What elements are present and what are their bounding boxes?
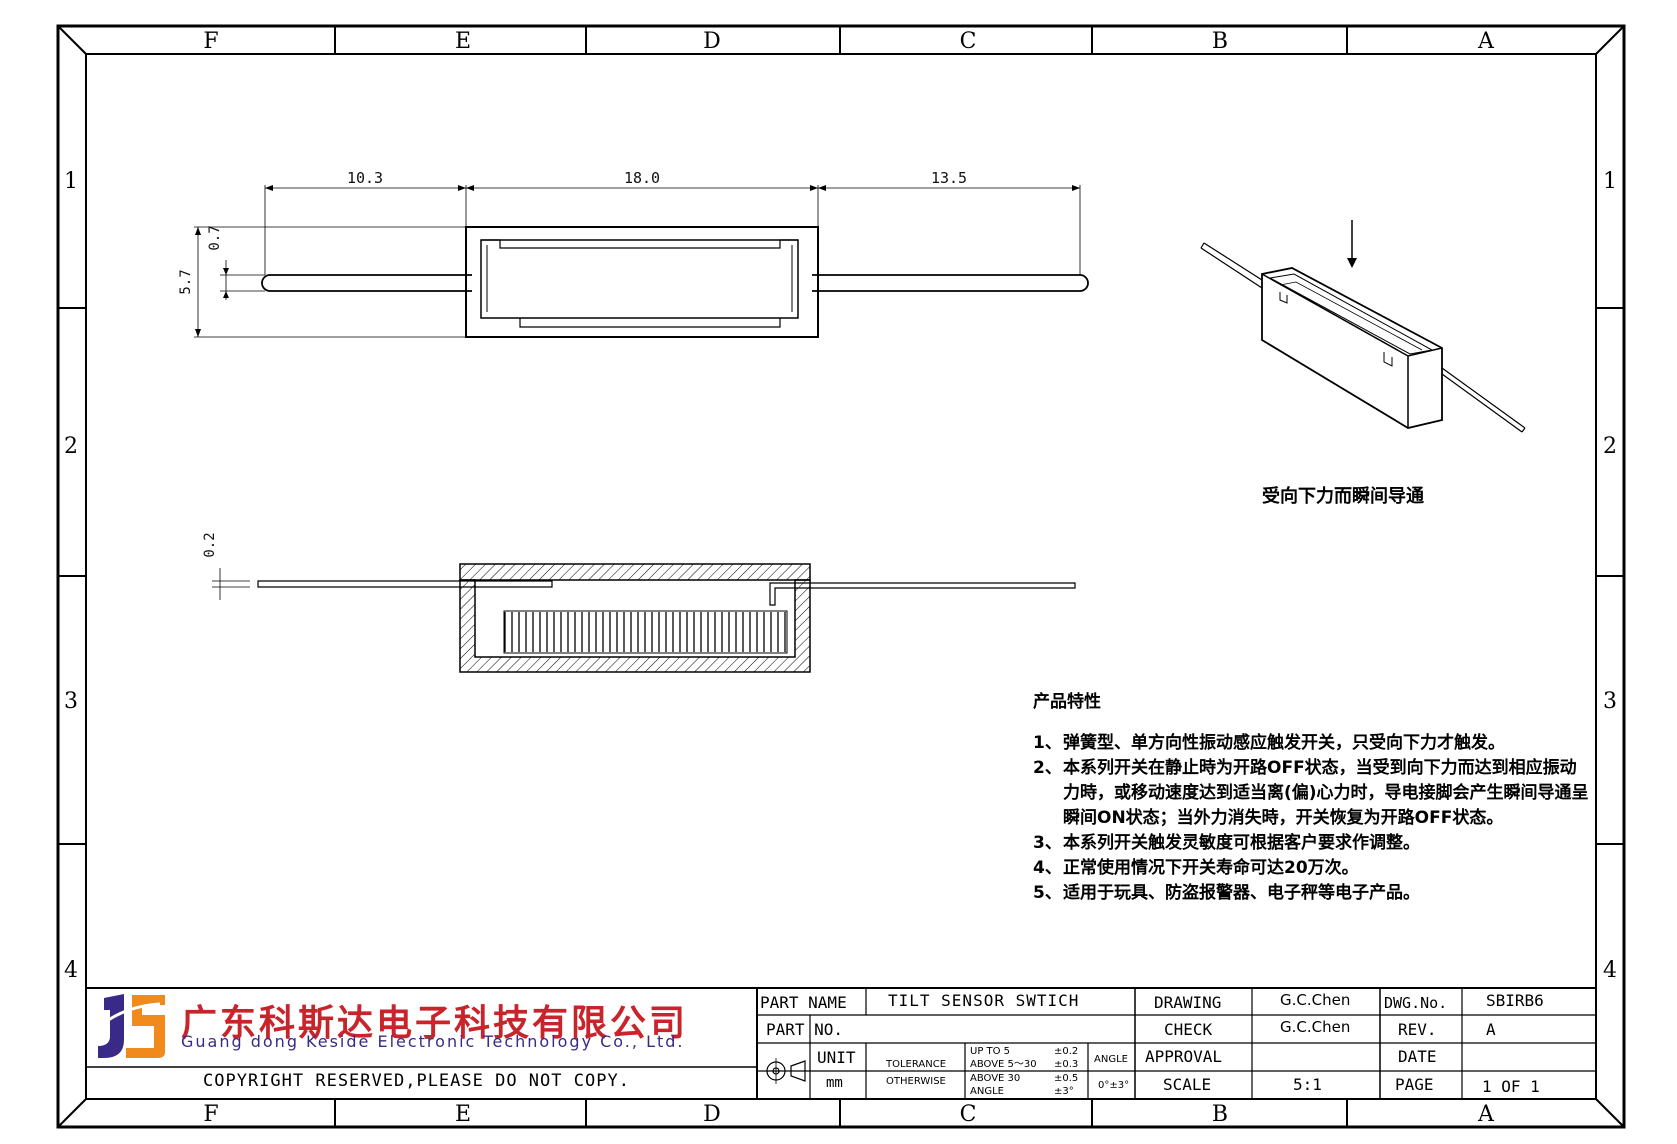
zone-row-2-right: 2 [1603, 434, 1617, 459]
date-label: DATE [1398, 1047, 1437, 1066]
zone-row-3-left: 3 [64, 689, 78, 714]
dim-height: 5.7 [178, 269, 194, 294]
zone-row-3-right: 3 [1603, 689, 1617, 714]
zone-col-e-top: E [455, 29, 471, 54]
feature-item: 5、 适用于玩具、防盗报警器、电子秤等电子产品。 [1033, 881, 1593, 906]
spring-coil [504, 612, 786, 652]
feature-number: 2、 [1033, 758, 1062, 778]
zone-col-a-top: A [1477, 29, 1495, 54]
zone-col-c-top: C [960, 29, 977, 54]
company-name-en: Guang dong Keside Electronic Technology … [181, 1032, 685, 1051]
tol-range: UP TO 5 [970, 1046, 1011, 1057]
check-value: G.C.Chen [1280, 1018, 1351, 1036]
dim-right-lead: 13.5 [931, 169, 967, 187]
zone-col-c-bottom: C [960, 1102, 977, 1127]
tol-value: ±0.3 [1054, 1059, 1079, 1070]
rev-label: REV. [1398, 1020, 1437, 1039]
scale-label: SCALE [1163, 1075, 1212, 1094]
zone-row-4-left: 4 [64, 958, 78, 983]
check-label: CHECK [1164, 1020, 1213, 1039]
dim-lead-offset: 0.7 [207, 225, 223, 250]
feature-text: 适用于玩具、防盗报警器、电子秤等电子产品。 [1063, 883, 1420, 903]
part-name-value: TILT SENSOR SWTICH [888, 991, 1080, 1010]
scale-value: 5:1 [1293, 1075, 1322, 1094]
angle-value: 0°±3° [1098, 1080, 1130, 1091]
tol-range: ABOVE 5～30 [970, 1059, 1037, 1070]
title-block [86, 987, 1596, 1099]
tol-range: ABOVE 30 [970, 1073, 1021, 1084]
page-value: 1 OF 1 [1482, 1077, 1540, 1096]
zone-col-f-bottom: F [203, 1102, 218, 1127]
section-view [212, 563, 1076, 673]
unit-value: mm [826, 1075, 843, 1091]
approval-label: APPROVAL [1145, 1047, 1223, 1066]
zone-col-d-top: D [703, 29, 721, 54]
top-view-dimensions: 10.3 18.0 13.5 5.7 0.7 [178, 169, 967, 295]
zone-col-e-bottom: E [455, 1102, 471, 1127]
zone-row-4-right: 4 [1603, 958, 1617, 983]
feature-item: 2、 本系列开关在静止時为开路OFF状态，当受到向下力而达到相应振动力時，或移动… [1033, 756, 1593, 831]
zone-col-d-bottom: D [703, 1102, 721, 1127]
feature-number: 3、 [1033, 833, 1062, 853]
page-label: PAGE [1395, 1075, 1434, 1094]
tolerance-otherwise-label: OTHERWISE [886, 1076, 946, 1087]
drawing-value: G.C.Chen [1280, 991, 1351, 1009]
zone-col-a-bottom: A [1477, 1102, 1495, 1127]
feature-text: 本系列开关在静止時为开路OFF状态，当受到向下力而达到相应振动力時，或移动速度达… [1063, 758, 1589, 828]
zone-row-2-left: 2 [64, 434, 78, 459]
zone-col-f-top: F [203, 29, 218, 54]
isometric-view [1200, 220, 1526, 433]
feature-text: 本系列开关触发灵敏度可根据客户要求作调整。 [1063, 833, 1420, 853]
tol-range: ANGLE [970, 1086, 1004, 1097]
feature-item: 4、 正常使用情况下开关寿命可达20万次。 [1033, 856, 1593, 881]
company-name-cn: 广东科斯达电子科技有限公司 [181, 1003, 689, 1044]
unit-label: UNIT [817, 1048, 856, 1067]
zone-col-b-top: B [1212, 29, 1228, 54]
features-heading: 产品特性 [1033, 692, 1101, 712]
zone-row-1-left: 1 [64, 169, 78, 194]
feature-item: 3、 本系列开关触发灵敏度可根据客户要求作调整。 [1033, 831, 1593, 856]
feature-text: 正常使用情况下开关寿命可达20万次。 [1063, 858, 1359, 878]
company-logo [98, 994, 165, 1058]
zone-row-1-right: 1 [1603, 169, 1617, 194]
dim-body-length: 18.0 [624, 169, 660, 187]
dim-lead-thickness: 0.2 [202, 532, 218, 557]
rev-value: A [1486, 1020, 1496, 1039]
dwg-no-value: SBIRB6 [1486, 991, 1544, 1010]
zone-labels: F E D C B A F E D C B A 1 2 3 4 1 2 3 4 [64, 29, 1617, 1127]
feature-number: 1、 [1033, 733, 1062, 753]
tol-value: ±0.2 [1054, 1046, 1079, 1057]
zone-col-b-bottom: B [1212, 1102, 1228, 1127]
drawing-frame [56, 24, 1626, 1129]
dwg-no-label: DWG.No. [1384, 994, 1448, 1012]
feature-text: 弹簧型、单方向性振动感应触发开关，只受向下力才触发。 [1063, 733, 1505, 753]
feature-item: 1、 弹簧型、单方向性振动感应触发开关，只受向下力才触发。 [1033, 731, 1593, 756]
part-name-label: PART NAME [760, 993, 847, 1012]
top-view [194, 185, 1089, 338]
angle-label: ANGLE [1094, 1054, 1128, 1065]
copyright-notice: COPYRIGHT RESERVED,PLEASE DO NOT COPY. [203, 1071, 630, 1091]
isometric-caption: 受向下力而瞬间导通 [1262, 486, 1424, 507]
tolerance-label: TOLERANCE [886, 1059, 947, 1070]
tol-value: ±0.5 [1054, 1073, 1079, 1084]
part-no-label: PART NO. [766, 1020, 844, 1039]
product-features: 产品特性 1、 弹簧型、单方向性振动感应触发开关，只受向下力才触发。 2、 本系… [1033, 690, 1593, 906]
drawing-label: DRAWING [1154, 993, 1222, 1012]
tol-value: ±3° [1054, 1086, 1074, 1097]
feature-number: 4、 [1033, 858, 1062, 878]
feature-number: 5、 [1033, 883, 1062, 903]
dim-left-lead: 10.3 [347, 169, 383, 187]
